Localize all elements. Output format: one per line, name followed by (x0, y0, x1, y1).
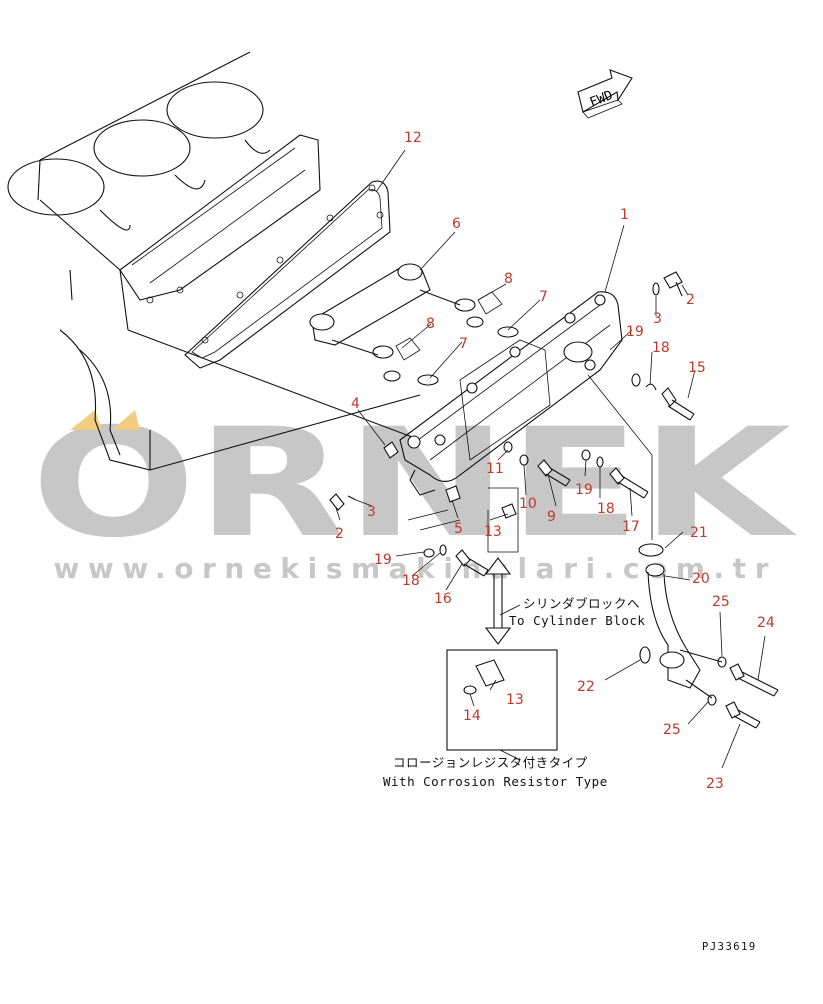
bolt-part-9 (537, 459, 571, 487)
callout-17: 17 (622, 519, 640, 535)
callout-7b: 7 (459, 336, 468, 352)
callout-8a: 8 (504, 271, 513, 287)
bolt-part-23 (725, 701, 761, 729)
o-ring-part-22 (639, 646, 651, 664)
o-ring-part-21 (638, 543, 664, 557)
callout-10: 10 (519, 496, 537, 512)
callout-19c: 19 (374, 552, 392, 568)
callout-20: 20 (692, 571, 710, 587)
callout-15: 15 (688, 360, 706, 376)
guide-to-pipe (587, 374, 653, 540)
callout-19a: 19 (626, 324, 644, 340)
seal-part-19c (423, 548, 435, 558)
callout-1: 1 (620, 207, 629, 223)
callout-13b: 13 (506, 692, 524, 708)
callout-6: 6 (452, 216, 461, 232)
callout-4: 4 (351, 396, 360, 412)
connector-part-6 (309, 263, 503, 382)
seal-part-19a (631, 373, 641, 387)
callout-3a: 3 (653, 311, 662, 327)
washer-part-18c (439, 544, 447, 556)
watermark: ORNEK www.ornekismakinalari.com.tr (31, 397, 797, 585)
callout-11: 11 (486, 461, 504, 477)
note-to-cylinder-block-jp: シリンダブロックへ (523, 596, 640, 611)
cooler-cover-part-1 (399, 291, 623, 496)
callout-18c: 18 (402, 573, 420, 589)
callout-9: 9 (547, 509, 556, 525)
note-corrosion-en: With Corrosion Resistor Type (383, 774, 608, 789)
callout-3b: 3 (367, 504, 376, 520)
callout-2a: 2 (686, 292, 695, 308)
callout-7a: 7 (539, 289, 548, 305)
washer-part-18b (596, 456, 604, 468)
fitting-part-5 (445, 485, 461, 503)
bolt-part-2-top (652, 271, 683, 297)
detail-box-corrosion-resistor (446, 649, 558, 751)
leader-lines (335, 149, 766, 769)
callout-22: 22 (577, 679, 595, 695)
callout-13a: 13 (484, 524, 502, 540)
callout-24: 24 (757, 615, 775, 631)
o-ring-part-7a (497, 326, 519, 338)
bracket-box (487, 487, 519, 553)
detail-link-arrow-icon (484, 557, 512, 645)
callout-25b: 25 (663, 722, 681, 738)
washer-part-25b (707, 694, 717, 706)
callout-18b: 18 (597, 501, 615, 517)
drawing-code: PJ33619 (702, 941, 757, 953)
watermark-brand: ORNEK (31, 397, 797, 571)
callout-labels: 12 6 1 8 7 2 3 8 7 19 18 15 4 11 19 10 1… (335, 130, 775, 792)
fwd-arrow-icon: FWD (577, 69, 633, 119)
bolt-part-15 (661, 387, 695, 421)
callout-23: 23 (706, 776, 724, 792)
washer-part-25a (717, 656, 727, 668)
callout-8b: 8 (426, 316, 435, 332)
watermark-accent-icon (70, 410, 140, 430)
bolt-part-17 (609, 467, 649, 499)
seal-part-11 (503, 441, 513, 453)
guide-lines (407, 509, 461, 531)
o-ring-part-7b (417, 374, 439, 386)
callout-18a: 18 (652, 340, 670, 356)
water-pipe-part-20 (645, 563, 723, 699)
bolt-part-24 (729, 663, 779, 697)
callout-14: 14 (463, 708, 481, 724)
note-to-cylinder-block-en: To Cylinder Block (509, 613, 645, 628)
cylinder-block (7, 51, 421, 471)
bolt-part-16 (455, 549, 489, 577)
plug-part-4 (383, 441, 399, 459)
bolt-part-2-left (329, 493, 357, 511)
callout-2b: 2 (335, 526, 344, 542)
callout-16: 16 (434, 591, 452, 607)
callout-25a: 25 (712, 594, 730, 610)
note-corrosion-jp: コロージョンレジスタ付きタイプ (393, 755, 588, 770)
gasket-part-12 (184, 180, 391, 369)
washer-part-18a (645, 383, 657, 391)
callout-12: 12 (404, 130, 422, 146)
callout-5: 5 (454, 521, 463, 537)
callout-21: 21 (690, 525, 708, 541)
callout-19b: 19 (575, 482, 593, 498)
